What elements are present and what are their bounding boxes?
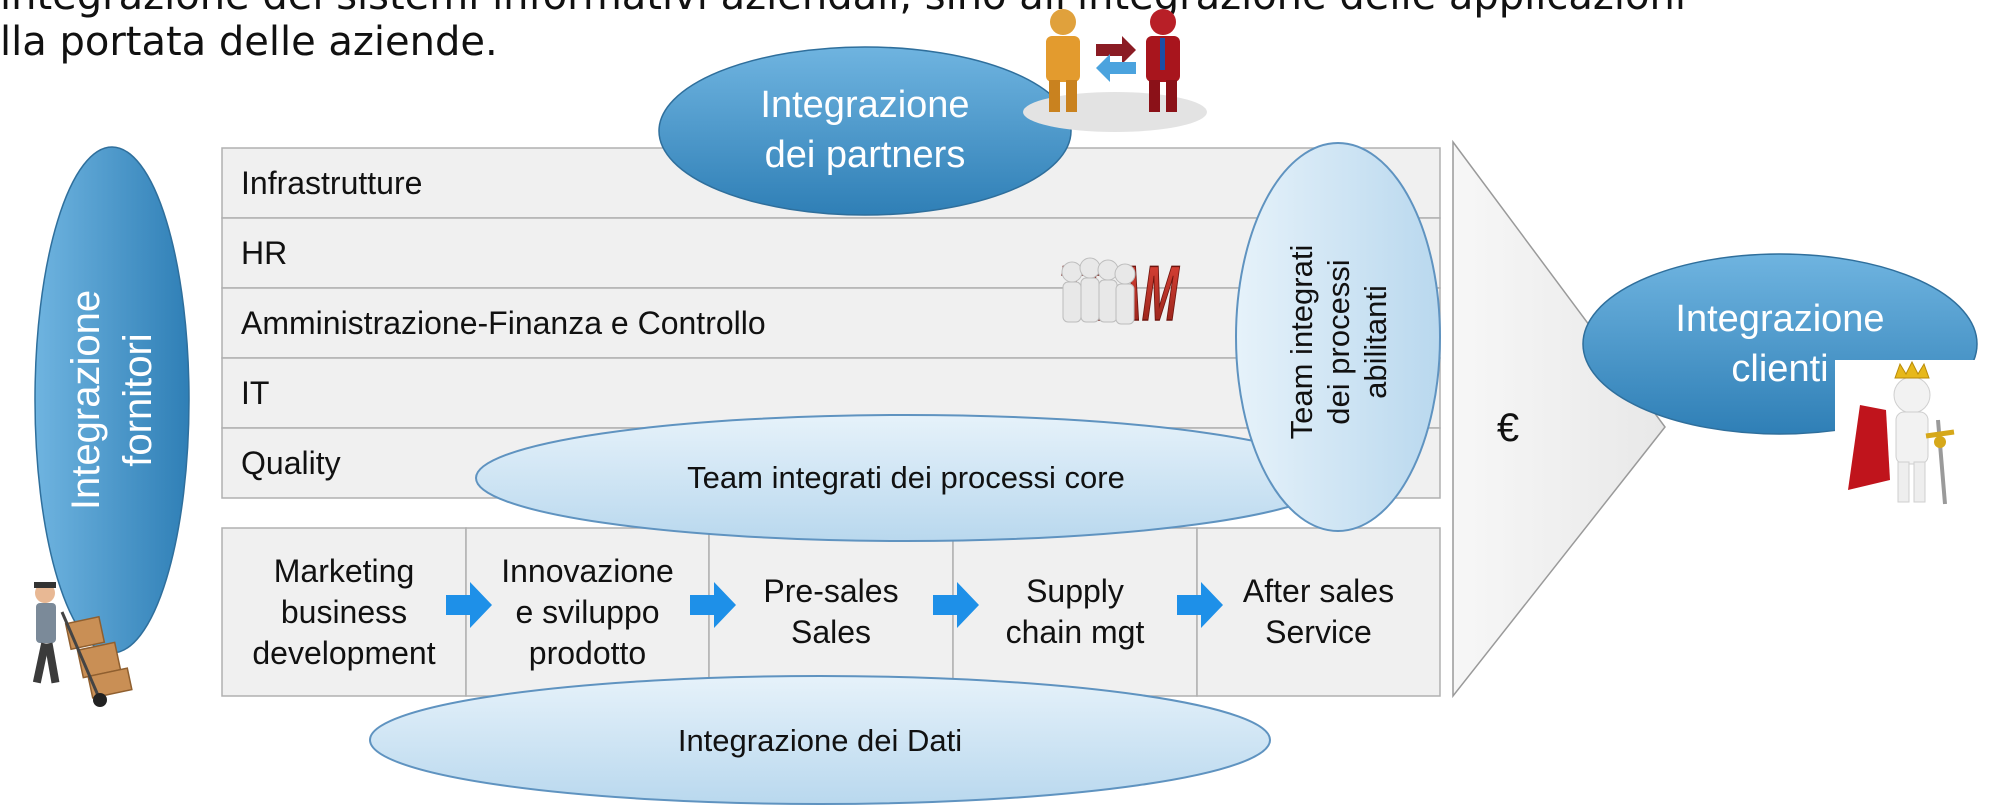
- partner-exchange-icon: [1023, 9, 1207, 132]
- core-flow-arrows: [446, 582, 1223, 628]
- suppliers-label: Integrazione fornitori: [64, 289, 160, 511]
- enabling-teams-oval: [1235, 142, 1441, 532]
- partners-label: Integrazione dei partners: [760, 84, 970, 176]
- core-cell-3: [708, 527, 954, 697]
- data-integration-label: Integrazione dei Dati: [677, 723, 963, 758]
- flow-arrow-2: [690, 582, 736, 628]
- partners-oval: [658, 46, 1072, 216]
- support-label-infrastrutture: Infrastrutture: [241, 165, 423, 201]
- flow-arrow-1: [446, 582, 492, 628]
- core-label-after-sales: After sales Service: [1242, 573, 1395, 650]
- core-label-supply-chain: Supply chain mgt: [1005, 573, 1145, 650]
- header-line-1: integrazione dei sistemi informativi azi…: [0, 0, 1686, 22]
- enabling-teams-label: Team integrati dei processi abilitanti: [1283, 244, 1393, 440]
- data-integration-oval: [369, 675, 1271, 805]
- flow-arrow-3: [933, 582, 979, 628]
- support-row-hr: [221, 217, 1441, 289]
- value-chevron-arrow: [1452, 139, 1666, 699]
- value-euro-symbol: €: [1496, 405, 1520, 450]
- delivery-person-icon: [32, 582, 133, 707]
- core-process-cells: [221, 527, 1441, 697]
- core-label-marketing: Marketing business development: [252, 552, 436, 671]
- support-label-it: IT: [241, 375, 270, 411]
- support-label-hr: HR: [241, 235, 288, 271]
- core-cell-2: [465, 527, 710, 697]
- flow-arrow-4: [1177, 582, 1223, 628]
- support-label-amministrazione: Amministrazione-Finanza e Controllo: [241, 305, 766, 341]
- core-teams-label: Team integrati dei processi core: [687, 460, 1125, 495]
- core-cell-1: [221, 527, 467, 697]
- core-label-innovazione: Innovazione e sviluppo prodotto: [501, 552, 674, 671]
- core-cell-5: [1196, 527, 1441, 697]
- team-figures-icon: TEAM: [1052, 249, 1186, 338]
- king-figure-icon: [1835, 360, 1987, 518]
- header-line-2: lla portata delle aziende.: [0, 19, 498, 65]
- support-label-quality: Quality: [241, 445, 341, 481]
- core-label-presales: Pre-sales Sales: [763, 573, 899, 650]
- clients-label: Integrazione clienti: [1675, 298, 1885, 390]
